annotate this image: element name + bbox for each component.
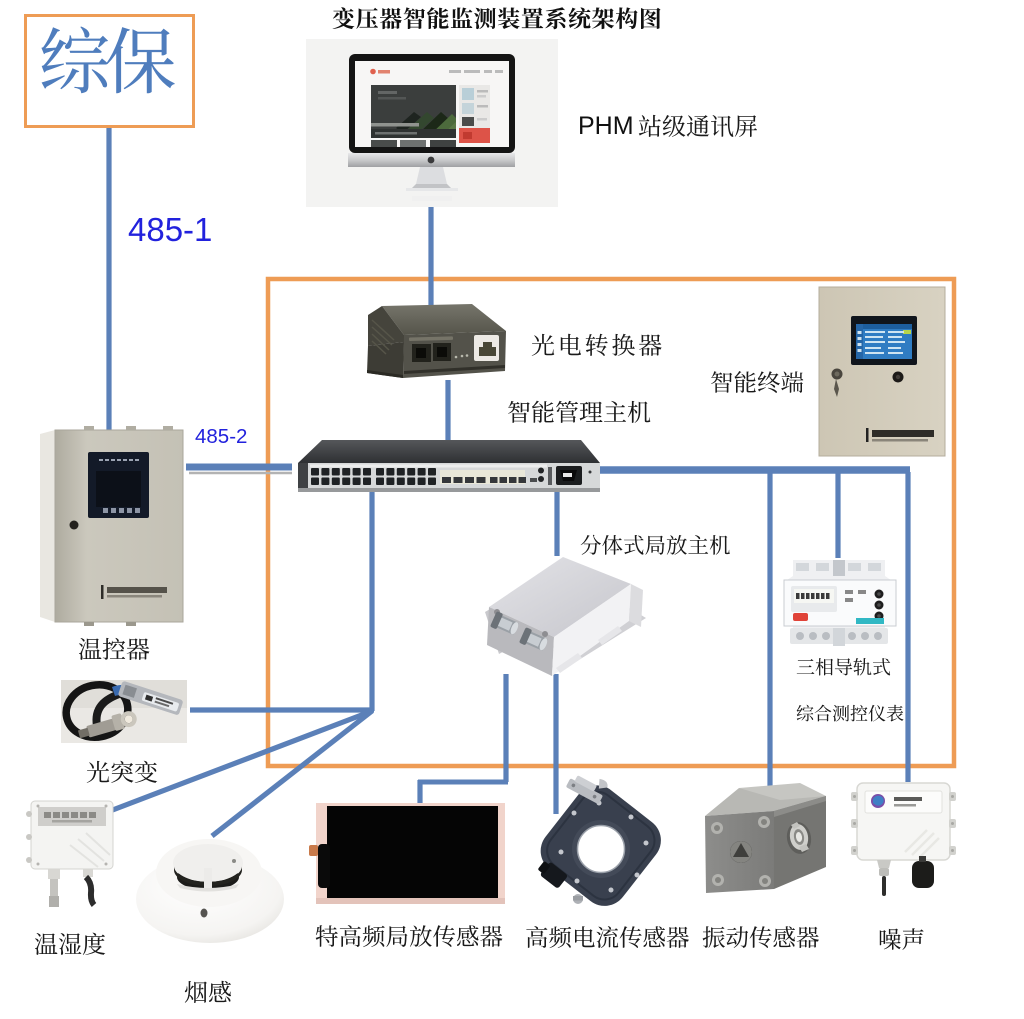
svg-text:485-2: 485-2 (195, 425, 247, 448)
svg-text:PHM: PHM (578, 112, 634, 140)
svg-text:485-1: 485-1 (128, 211, 212, 248)
